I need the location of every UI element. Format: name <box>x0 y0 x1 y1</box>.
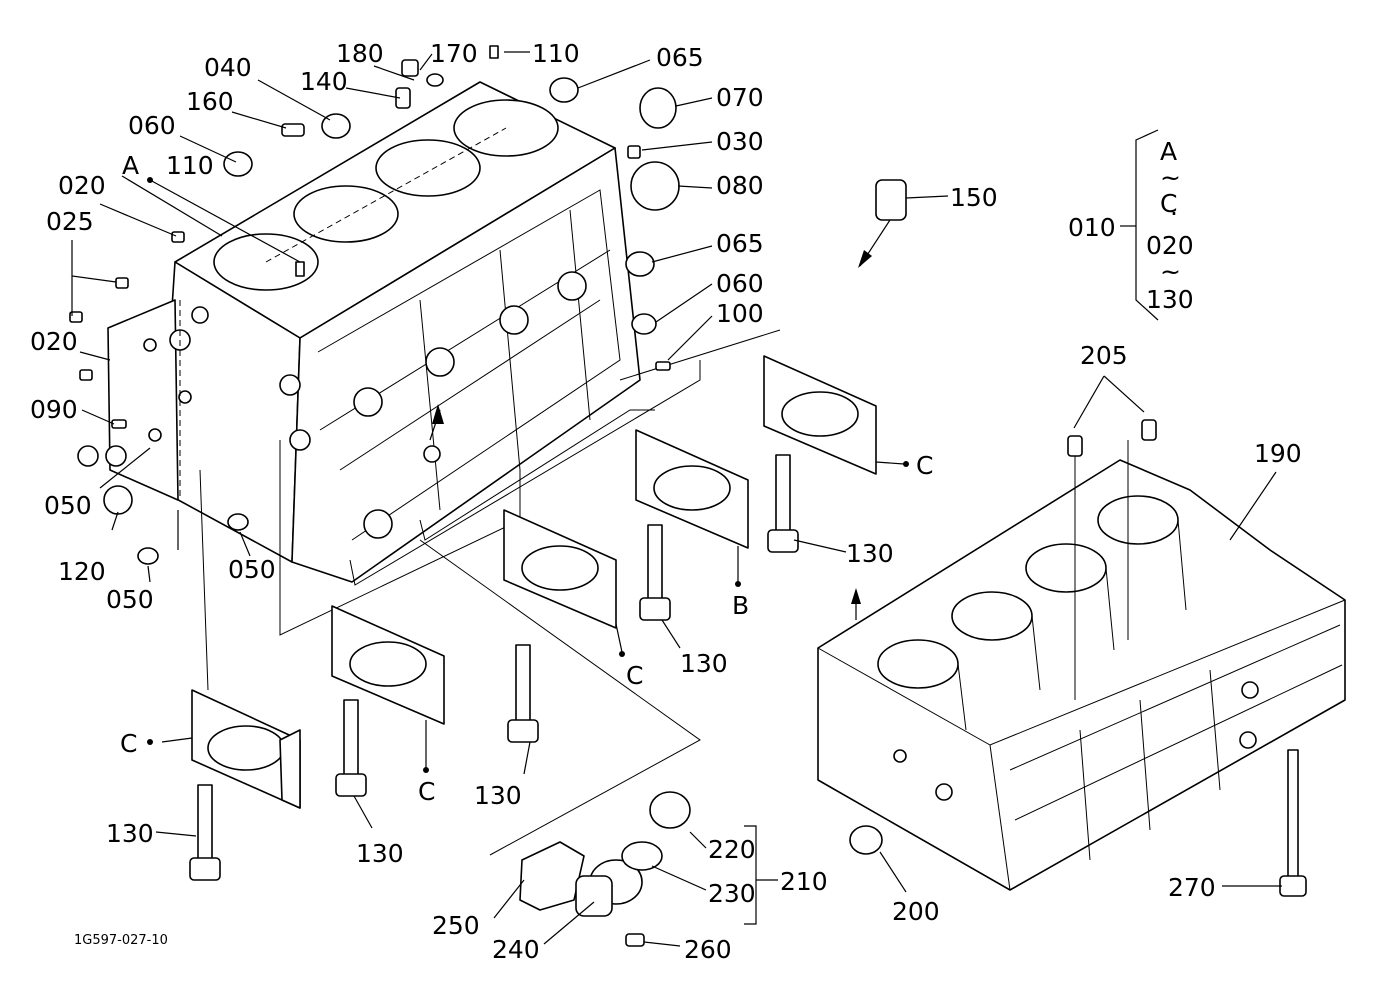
label-170: 170 <box>430 39 478 68</box>
label-090: 090 <box>30 395 78 424</box>
label-190: 190 <box>1254 439 1302 468</box>
label-270: 270 <box>1168 873 1216 902</box>
label-160: 160 <box>186 87 234 116</box>
label-250: 250 <box>432 911 480 940</box>
label-130: 130 <box>106 819 154 848</box>
label-220: 220 <box>708 835 756 864</box>
label-140: 140 <box>300 67 348 96</box>
label-065: 065 <box>716 229 764 258</box>
label-070: 070 <box>716 83 764 112</box>
bearing-cap-4 <box>635 429 749 621</box>
legend-top1: A <box>1160 137 1177 166</box>
label-C: C <box>626 661 643 690</box>
label-C: C <box>418 777 435 806</box>
label-130: 130 <box>356 839 404 868</box>
label-260: 260 <box>684 935 732 964</box>
label-130: 130 <box>680 649 728 678</box>
legend-dot: · <box>1170 199 1178 228</box>
legend-tilde2: ~ <box>1160 257 1181 286</box>
label-210: 210 <box>780 867 828 896</box>
label-180: 180 <box>336 39 384 68</box>
drawing-code: 1G597-027-10 <box>74 933 168 948</box>
label-120: 120 <box>58 557 106 586</box>
label-230: 230 <box>708 879 756 908</box>
label-020: 020 <box>30 327 78 356</box>
label-130: 130 <box>474 781 522 810</box>
legend-bot1: 020 <box>1146 231 1194 260</box>
label-240: 240 <box>492 935 540 964</box>
label-040: 040 <box>204 53 252 82</box>
label-200: 200 <box>892 897 940 926</box>
label-205: 205 <box>1080 341 1128 370</box>
bearing-cap-3 <box>503 509 617 743</box>
label-C: C <box>916 451 933 480</box>
label-A: A <box>122 151 139 180</box>
label-025: 025 <box>46 207 94 236</box>
label-050: 050 <box>228 555 276 584</box>
label-060: 060 <box>128 111 176 140</box>
label-C: C <box>120 729 137 758</box>
label-080: 080 <box>716 171 764 200</box>
label-050: 050 <box>106 585 154 614</box>
legend-tilde1: ~ <box>1160 163 1181 192</box>
legend-bot2: 130 <box>1146 285 1194 314</box>
lower-crankcase <box>817 419 1346 897</box>
legend-code: 010 <box>1068 213 1116 242</box>
label-050: 050 <box>44 491 92 520</box>
label-150: 150 <box>950 183 998 212</box>
bearing-cap-1 <box>189 689 301 881</box>
label-110: 110 <box>532 39 580 68</box>
bearing-cap-5 <box>763 355 877 553</box>
label-130: 130 <box>846 539 894 568</box>
cylinder-block <box>107 81 781 856</box>
label-060: 060 <box>716 269 764 298</box>
legend-top2: C <box>1160 189 1177 218</box>
group-legend: 010 A ~ C · 020 ~ 130 <box>1068 137 1194 314</box>
label-B: B <box>732 591 749 620</box>
label-020: 020 <box>58 171 106 200</box>
oil-filler-assembly <box>519 791 691 947</box>
label-100: 100 <box>716 299 764 328</box>
label-110: 110 <box>166 151 214 180</box>
label-030: 030 <box>716 127 764 156</box>
bearing-cap-2 <box>331 605 445 797</box>
small-parts <box>69 45 907 565</box>
label-065: 065 <box>656 43 704 72</box>
part-labels: 180 170 110 065 040 140 070 160 030 060 … <box>30 39 1302 964</box>
leader-lines <box>71 51 1282 947</box>
